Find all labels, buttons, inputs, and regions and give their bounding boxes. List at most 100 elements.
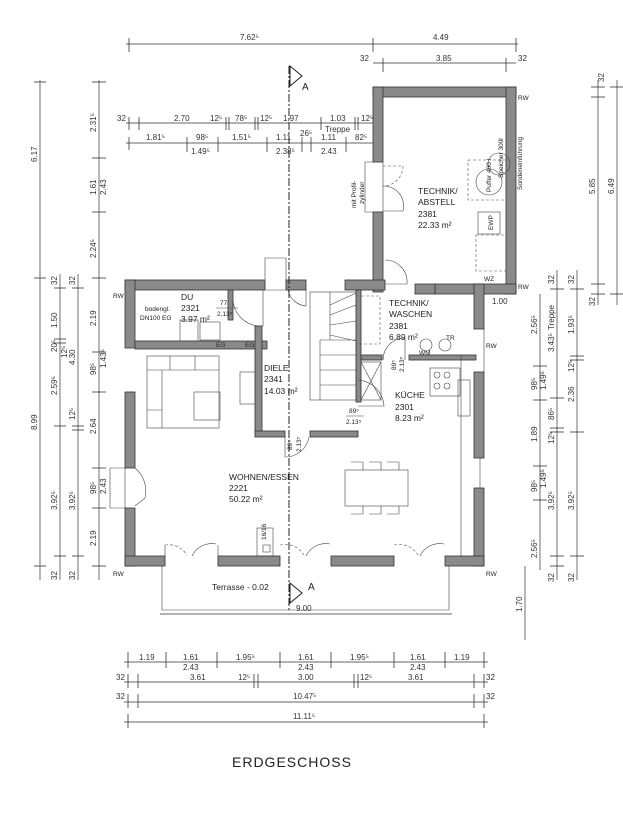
room-du: DU 2321 3.97 m² bodengl. DN100 EG EG EG … (140, 292, 254, 349)
eg-label: EG (245, 342, 254, 349)
dim-text: 32 (68, 571, 77, 580)
dim-text: 1.11 (321, 133, 337, 142)
left-dimensions: 6.17 8.99 32 1.50 20⁵ 12⁵ 2.59⁵ 3.92⁵ 32… (30, 80, 108, 580)
rw-label: RW (113, 571, 125, 578)
dim-text: 3.43⁵ (547, 333, 556, 352)
room-area: 22.33 m² (418, 220, 452, 230)
dim-text: 2.19 (89, 310, 98, 326)
rw-label: RW (486, 571, 498, 578)
walls (124, 86, 517, 567)
dim-text: 4.49 (433, 33, 449, 42)
dim-text: 32 (360, 54, 369, 63)
dim-text: 98⁵ (89, 363, 98, 375)
dim-text: 2.43 (321, 147, 337, 156)
dim-text: 98⁵ (530, 480, 539, 492)
right-dimensions: 2.56⁵ 98⁵ 1.89 98⁵ 2.56⁵ 1.70 32 3.43⁵ 1… (515, 73, 623, 640)
dim-text: 1.49⁵ (539, 371, 548, 390)
dim-text: 2.56⁵ (530, 539, 539, 558)
bottom-dimensions: 1.19 1.61 1.95⁵ 1.61 1.95⁵ 1.61 1.19 2.4… (116, 652, 495, 728)
dim-text: 1.19 (454, 653, 470, 662)
staircase (309, 291, 382, 401)
door-width: 77 (220, 300, 228, 307)
door-height: 2.13⁵ (399, 356, 406, 372)
dim-text: 4.30 (68, 349, 77, 365)
furniture (146, 152, 511, 557)
dim-text: 12⁵ (547, 432, 556, 444)
dim-text: 32 (588, 297, 597, 306)
top-dimensions: 7.62⁵ 4.49 32 3.85 32 32 2.70 12⁵ 78⁵ 12… (117, 33, 527, 156)
dim-text: 1.81⁵ (146, 133, 165, 142)
dim-text: 6.49 (607, 178, 616, 194)
dim-text: 1.11 (276, 133, 292, 142)
dim-text: 32 (547, 275, 556, 284)
rw-label: RW (518, 284, 530, 291)
dim-text: 26⁵ (300, 129, 312, 138)
room-number: 2321 (181, 303, 200, 313)
dim-text: 1.70 (515, 596, 524, 612)
doors (109, 161, 485, 566)
dim-text: 2.24⁵ (89, 239, 98, 258)
dim-text: 1.51⁵ (232, 133, 251, 142)
dim-text: 12⁵ (260, 114, 272, 123)
dim-text: 32 (567, 275, 576, 284)
dim-text: 82⁵ (355, 133, 367, 142)
floor-title: ERDGESCHOSS (232, 754, 352, 770)
dim-text: 32 (597, 73, 606, 82)
dim-text: 2.59⁵ (50, 376, 59, 395)
dim-text: 86⁵ (547, 408, 556, 420)
dim-text: 6.17 (30, 146, 39, 162)
door-width: 89⁵ (349, 408, 359, 415)
dim-text: 1.49⁵ (191, 147, 210, 156)
dim-text: 12⁵ (360, 673, 372, 682)
dim-text: 98⁵ (196, 133, 208, 142)
dim-text: 11.11⁵ (293, 712, 315, 721)
rw-label: RW (518, 95, 530, 102)
section-marker-bottom: A (308, 582, 315, 593)
dim-text: 1.49⁵ (539, 469, 548, 488)
dim-text: 32 (50, 571, 59, 580)
room-area: 8.23 m² (395, 413, 424, 423)
dryer-label: TR (446, 335, 455, 342)
dim-text: 2.38⁵ (276, 147, 295, 156)
room-wohnen-essen: WOHNEN/ESSEN 2221 50.22 m² 16/16 RW RW R… (113, 293, 498, 578)
room-number: 2381 (418, 209, 437, 219)
dim-text: 2.56⁵ (530, 315, 539, 334)
room-kueche: KÜCHE 2301 8.23 m² (395, 390, 425, 423)
dim-text: 1.95⁵ (350, 653, 369, 662)
dim-text: 2.43 (183, 663, 199, 672)
dim-text: 3.85 (436, 54, 452, 63)
dim-text: 12⁵ (567, 360, 576, 372)
dim-text: 1.61 (183, 653, 199, 662)
room-name: DU (181, 292, 193, 302)
dim-annex: 1.00 (492, 297, 508, 306)
room-number: 2301 (395, 402, 414, 412)
dim-text: 32 (116, 673, 125, 682)
buffer-tank-label: Puffer 400 l (486, 158, 493, 192)
dim-text: 12⁵ (210, 114, 222, 123)
dim-text: 3.92⁵ (547, 491, 556, 510)
dim-text: 3.61 (408, 673, 424, 682)
lock-note: mit Profil- (351, 181, 358, 208)
dim-text: 2.43 (298, 663, 314, 672)
terrace-width: 9.00 (296, 604, 312, 613)
dim-text: 1.19 (139, 653, 155, 662)
dim-text: 1.61 (410, 653, 426, 662)
dim-text: 3.00 (298, 673, 314, 682)
dim-text: 12⁵ (60, 346, 69, 358)
dim-text: 1.95⁵ (236, 653, 255, 662)
room-name-2: ABSTELL (418, 197, 456, 207)
dim-text: 32 (547, 573, 556, 582)
dim-text: 8.99 (30, 414, 39, 430)
dim-text: 2.31⁵ (89, 113, 98, 132)
dim-text: 98⁵ (530, 378, 539, 390)
probe-entry-label: Sondeneinführung (517, 136, 524, 190)
dim-text: 7.62⁵ (240, 33, 259, 42)
door-height: 2.13⁵ (296, 436, 303, 452)
rw-label: RW (486, 343, 498, 350)
dim-text: 98⁵ (89, 482, 98, 494)
dim-text: 12⁵ (68, 408, 77, 420)
dim-text: 12⁵ (238, 673, 250, 682)
dim-text: 32 (50, 276, 59, 285)
dim-text: 32 (518, 54, 527, 63)
floor-drain-label: bodengl. (145, 306, 170, 313)
